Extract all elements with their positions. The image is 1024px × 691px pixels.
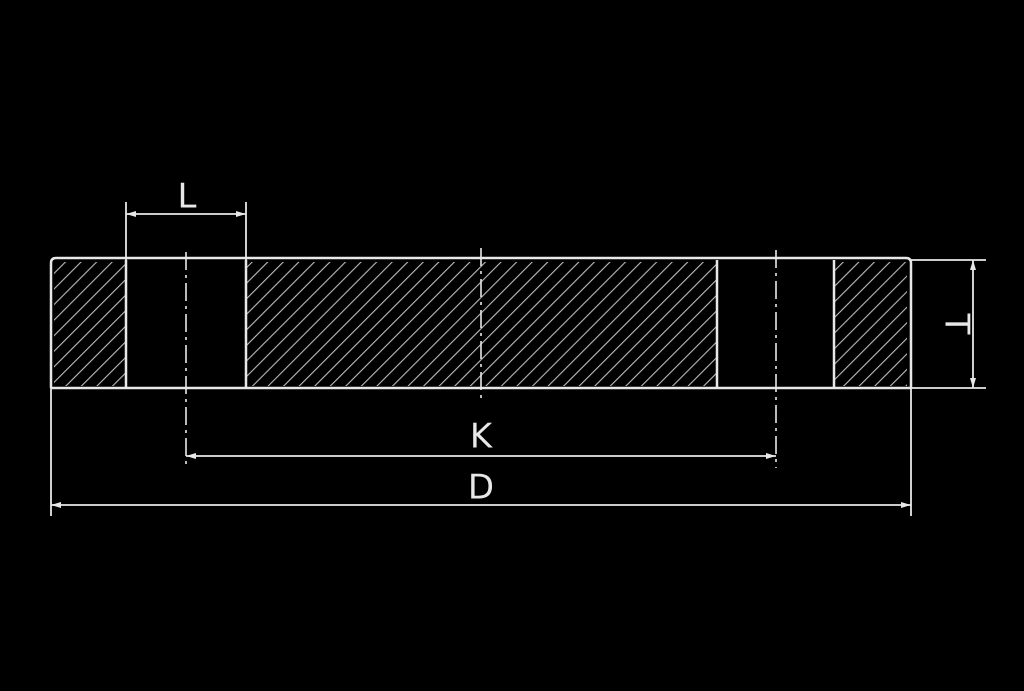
flange-top-edge: [56, 256, 913, 264]
flange-left-edge: [49, 256, 57, 388]
dim-T-arrow-top: [970, 260, 976, 270]
dimension-lines: [50, 202, 986, 516]
dim-T-arrow-bottom: [970, 378, 976, 388]
dim-K-arrow-left: [186, 453, 196, 459]
flange-outline: [49, 256, 913, 390]
dim-D-arrow-left: [51, 502, 61, 508]
center-lines: [185, 248, 777, 468]
hatch-left-segment: [54, 262, 126, 386]
dim-L-arrow-right: [236, 211, 246, 217]
dim-D-arrow-right: [901, 502, 911, 508]
dim-K-arrow-right: [766, 453, 776, 459]
label-L: L: [178, 177, 197, 217]
label-K: K: [470, 417, 494, 457]
hatch-right-segment: [835, 262, 907, 386]
dimension-arrows: [51, 211, 976, 508]
dim-L-arrow-left: [126, 211, 136, 217]
label-T: T: [937, 313, 977, 335]
dimension-labels: L K D T: [178, 177, 977, 508]
label-D: D: [468, 468, 494, 508]
